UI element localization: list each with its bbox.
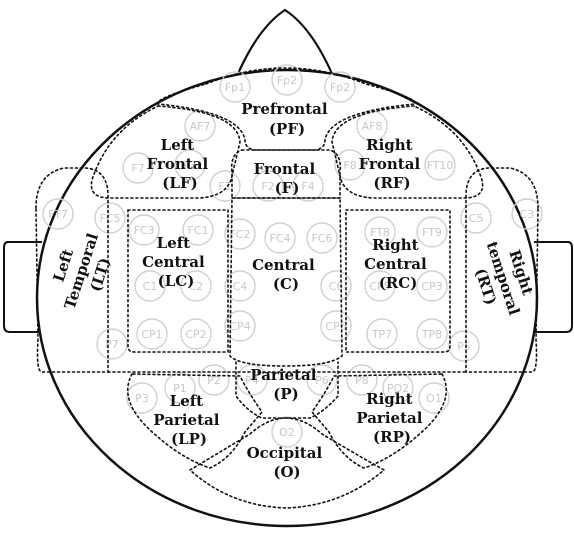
- electrode-label: Fp2: [277, 74, 297, 87]
- electrode-label: FT10: [427, 159, 454, 172]
- electrode-label: FT7: [48, 208, 68, 221]
- electrode-label: O2: [279, 426, 295, 439]
- electrode-label: Fp2: [330, 81, 350, 94]
- electrode-label: CP1: [141, 328, 162, 341]
- electrode-label: TP7: [371, 328, 392, 341]
- electrode-label: FC5: [99, 212, 120, 225]
- electrode-label: P8: [355, 374, 369, 387]
- electrode-label: CP2: [185, 328, 206, 341]
- electrode-label: FC3: [133, 224, 154, 237]
- electrode-label: AF8: [362, 120, 383, 133]
- electrode-label: P3: [135, 392, 149, 405]
- electrode-label: Fp1: [225, 81, 245, 94]
- electrode-label: F8: [343, 159, 356, 172]
- electrode-label: C4: [233, 280, 248, 293]
- electrode-label: C3: [520, 208, 535, 221]
- electrode-label: C5: [469, 212, 484, 225]
- electrode-label: C1: [143, 280, 158, 293]
- electrode-label: FC2: [229, 228, 250, 241]
- electrode-label: F7: [131, 162, 144, 175]
- electrode-label: AF7: [190, 120, 211, 133]
- electrode-label: F2: [261, 180, 274, 193]
- electrode-label: CP4: [229, 320, 250, 333]
- electrode-label: P5: [457, 340, 471, 353]
- electrode-label: FT9: [422, 226, 442, 239]
- right-ear-outline: [534, 242, 572, 332]
- electrode-label: FC4: [269, 232, 290, 245]
- electrode-label: O1: [426, 392, 442, 405]
- electrode-label: TP8: [421, 328, 442, 341]
- electrode-label: CP6: [325, 320, 346, 333]
- electrode-label: F4: [301, 180, 314, 193]
- electrode-label: FC6: [311, 232, 332, 245]
- electrode-label: CP3: [421, 280, 442, 293]
- electrode-label: P7: [105, 338, 119, 351]
